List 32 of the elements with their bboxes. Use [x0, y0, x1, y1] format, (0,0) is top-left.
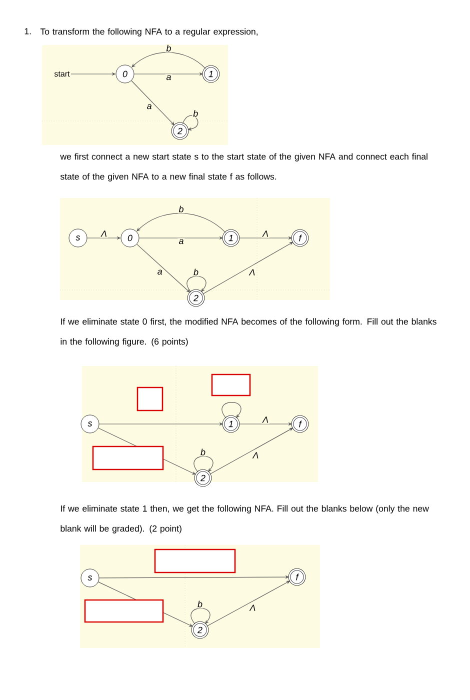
- edge-label: Λ: [248, 604, 257, 612]
- arrow: [190, 608, 210, 624]
- final-state: f: [288, 568, 306, 586]
- paragraph: If we eliminate state 1 then, we get the following NFA. Fill out the blanks below (only the new blank will be graded). (2 point): [60, 505, 429, 534]
- arrow: [194, 456, 214, 472]
- arrow: [132, 52, 206, 69]
- final-state: 1: [202, 65, 220, 83]
- edge-label: Λ: [248, 268, 256, 276]
- edge-label: a: [178, 238, 185, 246]
- final-state: 1: [222, 229, 240, 247]
- edge-label: b: [165, 44, 172, 52]
- start-label: start: [54, 71, 70, 77]
- paragraph: 1.: [24, 28, 31, 34]
- paragraph: If we eliminate state 0 first, the modified NFA becomes of the following form. Fill out the blanks in the following figure. (6 points): [60, 318, 436, 346]
- final-state: 2: [194, 469, 212, 487]
- final-state: 2: [191, 621, 209, 639]
- edge-label: Λ: [252, 451, 260, 460]
- final-state: 2: [171, 122, 189, 140]
- final-state: 2: [187, 289, 205, 307]
- arrow: [136, 244, 190, 293]
- final-state: f: [291, 229, 309, 247]
- paragraph: To transform the following NFA to a regular expression,: [40, 28, 258, 36]
- arrow: [222, 402, 242, 418]
- arrow: [186, 276, 206, 292]
- arrow: [182, 115, 198, 131]
- final-state: f: [291, 415, 309, 433]
- edge-label: b: [192, 109, 200, 118]
- arrow: [136, 213, 226, 233]
- final-state: 1: [222, 415, 240, 433]
- paragraph: we first connect a new start state s to the start state of the given NFA and connect each final state of the given NFA to a new final state f as follows.: [60, 153, 428, 182]
- edge-label: b: [178, 204, 185, 214]
- edge-label: a: [165, 74, 172, 82]
